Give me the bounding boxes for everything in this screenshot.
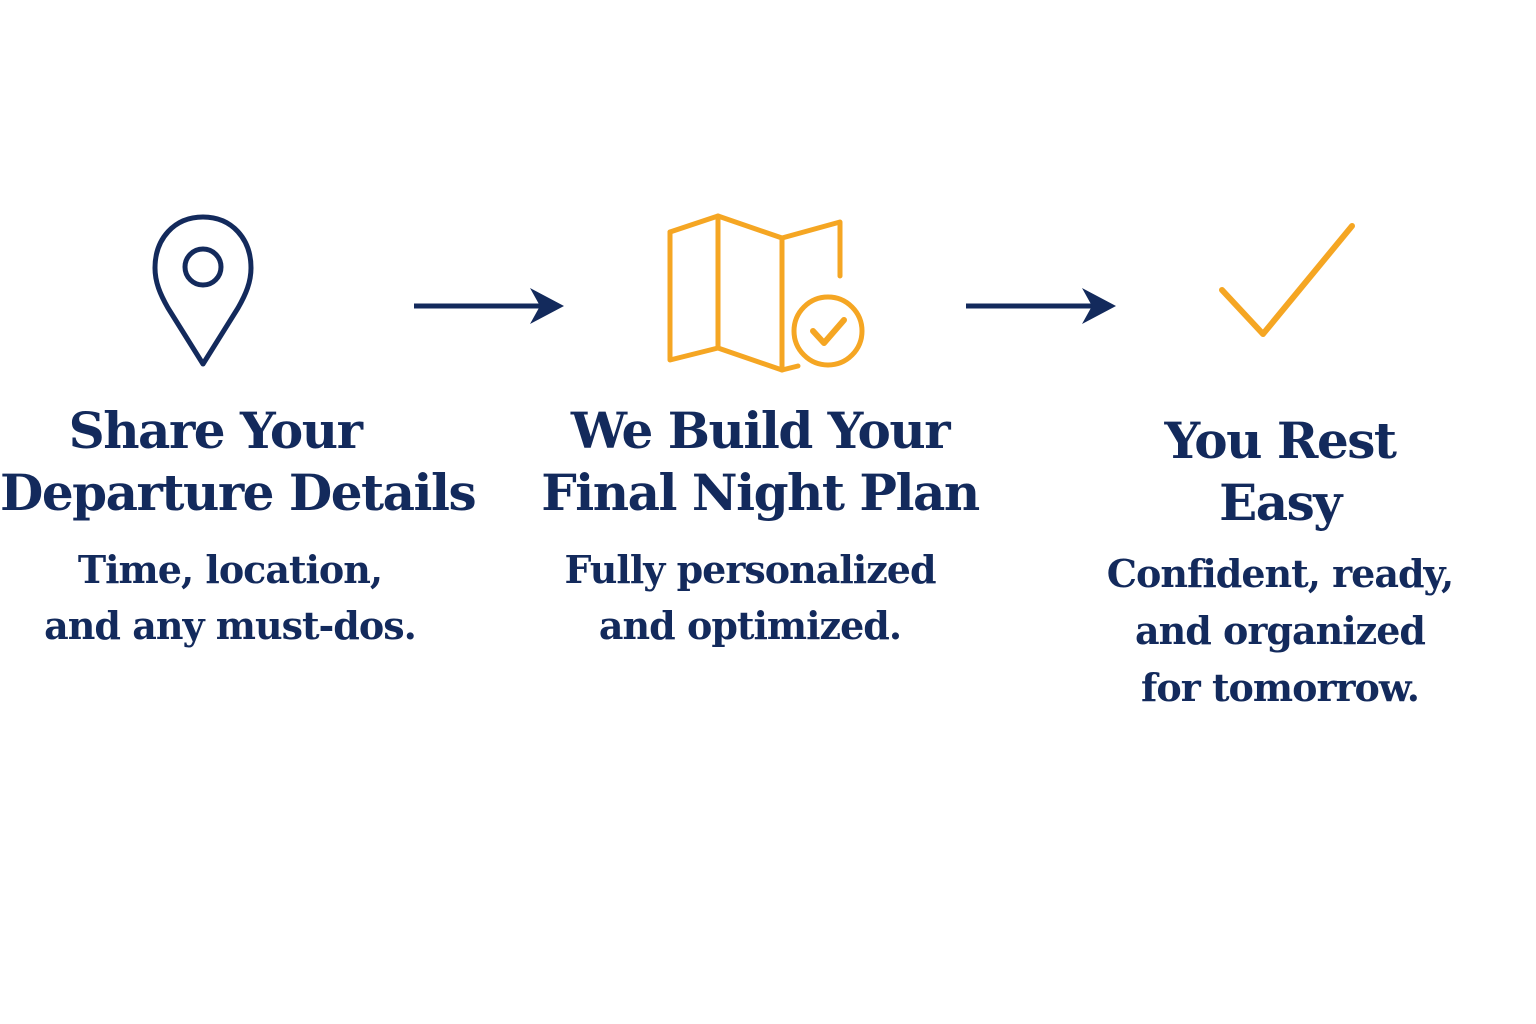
step-title-line: Final Night Plan [541, 463, 980, 522]
step-title-line: Departure Details [0, 463, 477, 522]
step-title-line: We Build Your [570, 401, 951, 460]
step-description: Fully personalized and optimized. [530, 542, 970, 654]
step-description: Time, location, and any must-dos. [0, 542, 460, 654]
step-description: Confident, ready, and organized for tomo… [1070, 545, 1490, 716]
map-check-icon [667, 213, 865, 373]
step-desc-line: Confident, ready, [1106, 551, 1454, 596]
arrow-right-icon [414, 288, 564, 324]
step-desc-line: and any must-dos. [44, 603, 417, 648]
arrow-right-icon [966, 288, 1116, 324]
step-desc-line: and optimized. [598, 603, 902, 648]
step-title-line: Share Your [68, 401, 363, 460]
step-desc-line: for tomorrow. [1141, 665, 1420, 710]
step-title: We Build Your Final Night Plan [530, 400, 990, 524]
step-desc-line: and organized [1135, 608, 1426, 653]
checkmark-icon [1219, 223, 1355, 337]
step-desc-line: Fully personalized [564, 547, 936, 592]
step-title: You Rest Easy [1070, 410, 1490, 534]
step-title-line: Easy [1219, 473, 1342, 532]
location-pin-icon [152, 214, 254, 367]
step-desc-line: Time, location, [77, 547, 383, 592]
step-title-line: You Rest [1164, 411, 1397, 470]
step-title: Share Your Departure Details [0, 400, 477, 524]
